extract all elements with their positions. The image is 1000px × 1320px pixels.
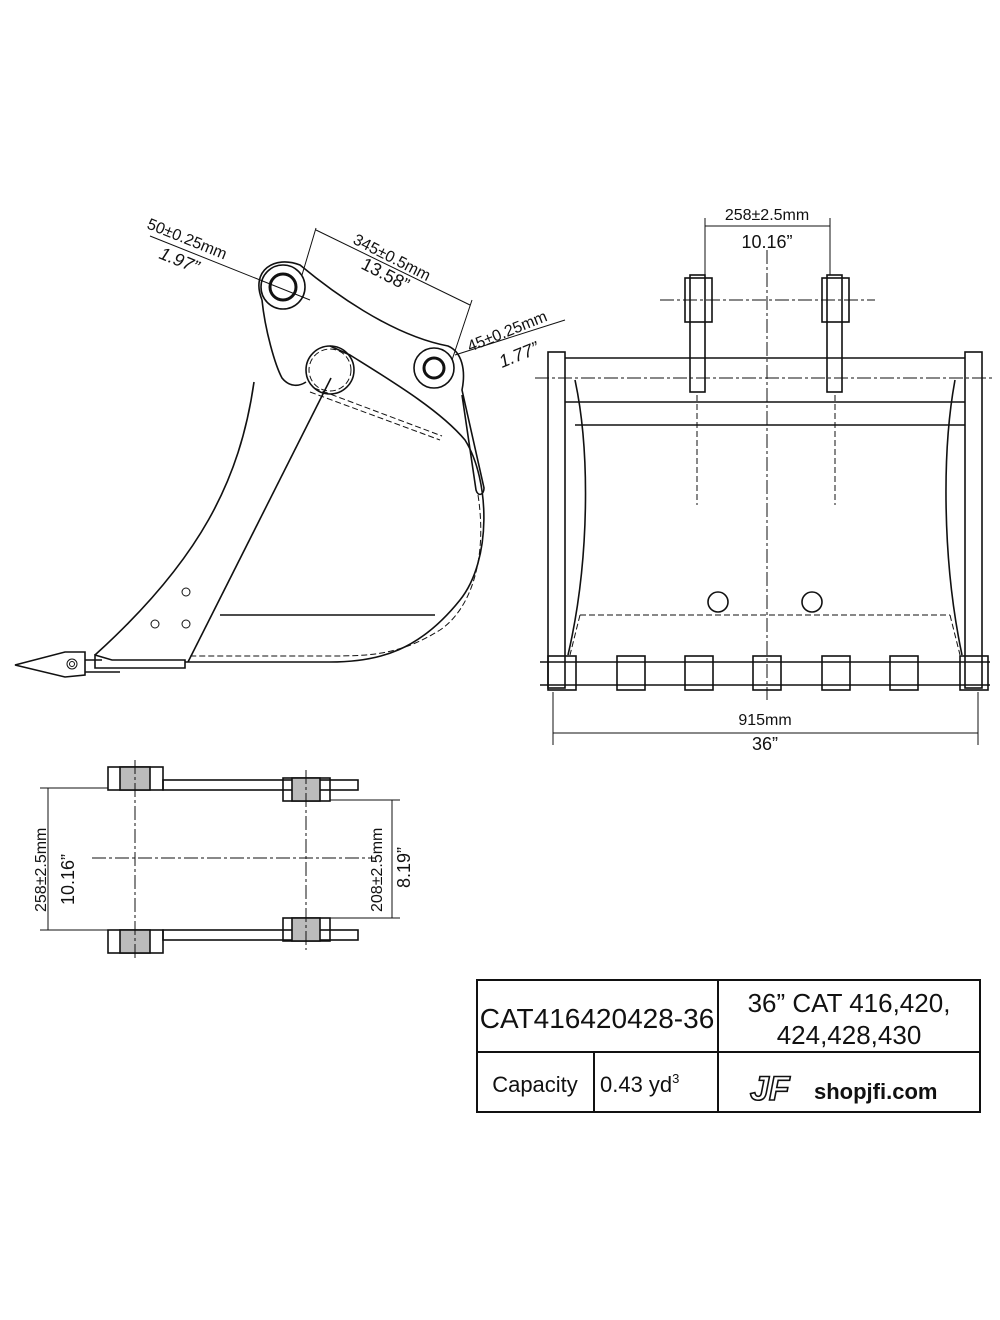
width-mm: 915mm (738, 712, 791, 729)
top-view: 258±2.5mm 10.16” 208±2.5mm 8.19” (33, 760, 414, 960)
ear-right (826, 274, 843, 393)
mounting-plate (258, 261, 485, 496)
inner-spacing-mm: 208±2.5mm (369, 828, 386, 912)
ear-spacing-mm: 258±2.5mm (725, 207, 809, 224)
ripper-tooth (14, 651, 186, 678)
capacity-label: Capacity (492, 1072, 578, 1097)
side-view: 50±0.25mm 1.97” 345±0.5mm 13.58” 45±0.25… (14, 216, 566, 678)
bucket-teeth (547, 655, 989, 691)
part-number: CAT416420428-36 (480, 1003, 715, 1034)
ripper-shank (94, 381, 255, 656)
jf-logo: JF (750, 1070, 791, 1108)
title-block: CAT416420428-36 36” CAT 416,420, 424,428… (476, 979, 981, 1113)
pin-boss-1 (260, 264, 306, 310)
outer-spacing-mm: 258±2.5mm (33, 828, 50, 912)
capacity-value: 0.43 yd3 (600, 1071, 679, 1097)
outer-spacing-in: 10.16” (58, 854, 78, 905)
ear-left (689, 274, 706, 393)
width-in: 36” (752, 734, 778, 754)
website: shopjfi.com (814, 1079, 937, 1104)
pin-boss-2 (413, 347, 455, 389)
description-line2: 424,428,430 (777, 1020, 922, 1050)
inner-spacing-in: 8.19” (394, 847, 414, 888)
ear-spacing-in: 10.16” (741, 232, 792, 252)
front-view: 258±2.5mm 10.16” 915mm 36” (535, 207, 992, 754)
description-line1: 36” CAT 416,420, (748, 988, 951, 1018)
